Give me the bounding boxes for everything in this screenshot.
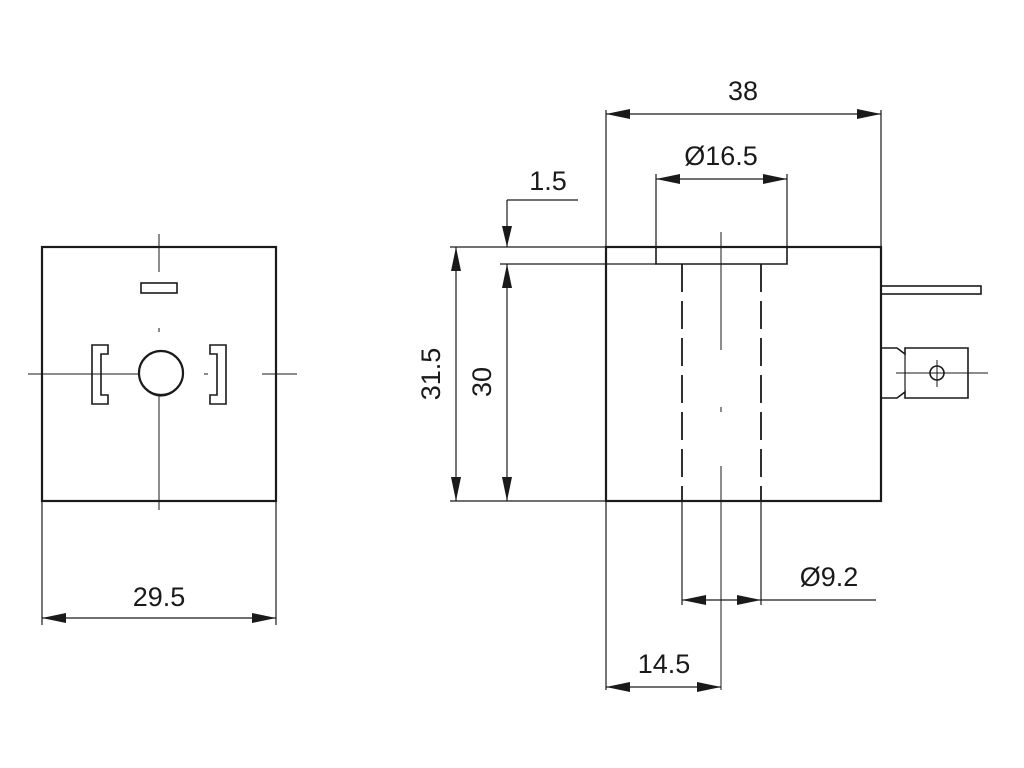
front-view-right-contact — [209, 344, 227, 405]
dim-axis-offset-arrow-right — [697, 682, 721, 692]
dim-step-arrow — [502, 226, 512, 247]
side-view-body — [604, 245, 883, 503]
dim-top-bore-arrow-left — [656, 174, 680, 184]
dim-top-bore-label: Ø16.5 — [684, 141, 758, 171]
dim-overall-height-arrow-top — [451, 247, 461, 271]
dim-inner-bore-arrow-right — [737, 595, 761, 605]
dim-front-width-label: 29.5 — [133, 582, 186, 612]
dim-overall-height-arrow-bottom — [451, 477, 461, 501]
dim-overall-height-label: 31.5 — [416, 348, 446, 401]
front-view-center-socket-inner — [144, 387, 178, 397]
dim-step-label: 1.5 — [529, 166, 567, 196]
dim-body-height-label: 30 — [467, 367, 497, 397]
front-view-earth-slot — [140, 282, 178, 294]
front-view-left-contact — [91, 344, 109, 405]
side-view-flat-terminal — [880, 285, 982, 295]
side-view-spade-terminal — [880, 347, 969, 399]
dim-length-label: 38 — [728, 76, 758, 106]
dim-inner-bore-label: Ø9.2 — [800, 562, 859, 592]
dim-front-width-arrow-left — [42, 613, 66, 623]
dim-length-arrow-right — [857, 109, 881, 119]
dim-front-width-arrow-right — [252, 613, 276, 623]
dim-body-height-arrow-bottom — [502, 477, 512, 501]
front-view-center-socket — [137, 349, 185, 397]
dim-top-bore-arrow-right — [763, 174, 787, 184]
dim-axis-offset-arrow-left — [606, 682, 630, 692]
front-view: 29.5 — [28, 234, 297, 625]
side-view: 38 Ø16.5 1.5 31.5 30 Ø9.2 — [416, 76, 988, 692]
dim-body-height-arrow-top — [502, 264, 512, 288]
dim-axis-offset-label: 14.5 — [638, 649, 691, 679]
dim-length-arrow-left — [606, 109, 630, 119]
dim-inner-bore-arrow-left — [682, 595, 706, 605]
